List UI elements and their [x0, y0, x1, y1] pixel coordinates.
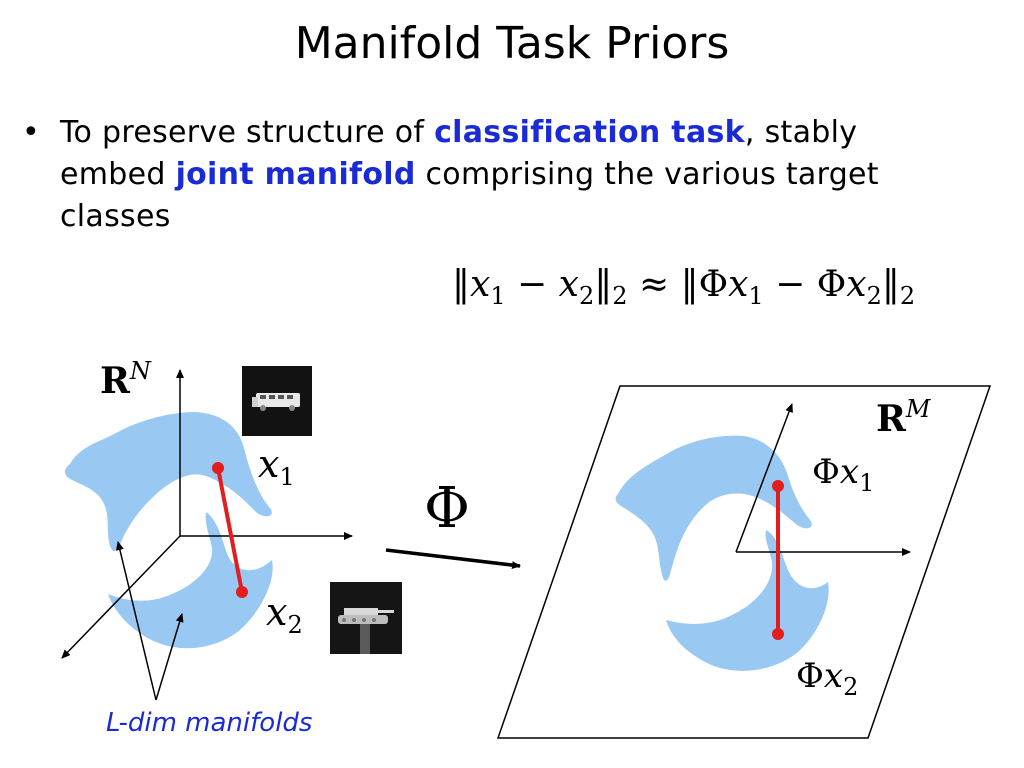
eq-approx: ≈ [627, 264, 681, 305]
eq-x1: x [470, 264, 491, 305]
eq-rhs-norm-sub: 2 [899, 282, 916, 310]
left-distance-segment [216, 467, 244, 593]
x2-x: x [266, 590, 288, 634]
eq-rhs-x1: x [728, 264, 749, 305]
label-phi-x1: Φx1 [812, 452, 874, 497]
eq-phi2: Φ [816, 264, 847, 305]
mapping-arrow [385, 548, 521, 570]
highlight-joint-manifold: joint manifold [175, 157, 416, 192]
eq-norm-sub: 2 [612, 282, 628, 310]
label-x2: x2 [266, 590, 303, 639]
left-lower-manifold [108, 512, 273, 649]
target-plane [496, 385, 992, 739]
left-point-x2 [236, 586, 248, 598]
eq-rhs-x2: x [846, 264, 867, 305]
rm-sup: M [905, 395, 931, 423]
bullet-text-part1: To preserve structure of [60, 115, 435, 150]
bullet-dot-icon: • [22, 115, 40, 150]
highlight-classification-task: classification task [434, 115, 745, 150]
phix2-x: x [823, 656, 844, 696]
phi-map-label: Φ [424, 476, 470, 541]
label-phi-x2: Φx2 [796, 656, 858, 701]
rm-r: R [876, 398, 906, 440]
x1-x: x [258, 442, 280, 486]
phix2-phi: Φ [796, 656, 824, 696]
slide-title: Manifold Task Priors [294, 18, 730, 69]
phix1-phi: Φ [812, 452, 840, 492]
eq-norm-close: ‖ [594, 264, 613, 305]
right-point-phi-x2 [772, 628, 784, 640]
eq-rhs-sub1: 1 [748, 282, 764, 310]
space-label-rn: RN [100, 357, 151, 402]
right-point-phi-x1 [772, 480, 784, 492]
space-label-rm: RM [876, 395, 931, 440]
phix1-sub: 1 [859, 469, 875, 497]
eq-rhs-norm-open: ‖ [680, 264, 699, 305]
bullet-text-part2: , stably embed [60, 115, 858, 192]
eq-sub1: 1 [490, 282, 506, 310]
embedding-equation: ‖x1 − x2‖2 ≈ ‖Φx1 − Φx2‖2 [452, 264, 915, 310]
left-axis-diagonal [61, 535, 181, 659]
eq-rhs-norm-close: ‖ [881, 264, 900, 305]
bullet-text-part3: comprising the various target classes [60, 157, 879, 234]
label-x1: x1 [258, 442, 295, 491]
bus-thumbnail [242, 366, 312, 436]
phix2-sub: 2 [843, 673, 859, 701]
caption-pointer-right [155, 613, 184, 701]
right-lower-manifold [666, 530, 829, 671]
eq-minus: − [505, 264, 559, 305]
eq-rhs-sub2: 2 [866, 282, 882, 310]
right-upper-manifold [615, 435, 812, 581]
left-point-x1 [212, 462, 224, 474]
tank-thumbnail [330, 582, 402, 654]
eq-x2: x [558, 264, 579, 305]
rn-r: R [100, 360, 130, 402]
phix1-x: x [839, 452, 860, 492]
eq-phi1: Φ [698, 264, 729, 305]
rn-sup: N [129, 357, 151, 385]
manifolds-caption: L-dim manifolds [106, 708, 313, 738]
bus-icon [242, 366, 312, 436]
eq-norm-open: ‖ [452, 264, 470, 305]
left-upper-manifold [64, 412, 272, 552]
eq-sub2: 2 [578, 282, 595, 310]
caption-pointer-left [115, 541, 157, 701]
right-axis-diagonal [735, 403, 793, 553]
x1-sub: 1 [279, 463, 295, 491]
eq-rhs-minus: − [763, 264, 817, 305]
tank-icon [330, 582, 402, 654]
bullet-text: To preserve structure of classification … [60, 112, 880, 238]
x2-sub: 2 [287, 611, 303, 639]
